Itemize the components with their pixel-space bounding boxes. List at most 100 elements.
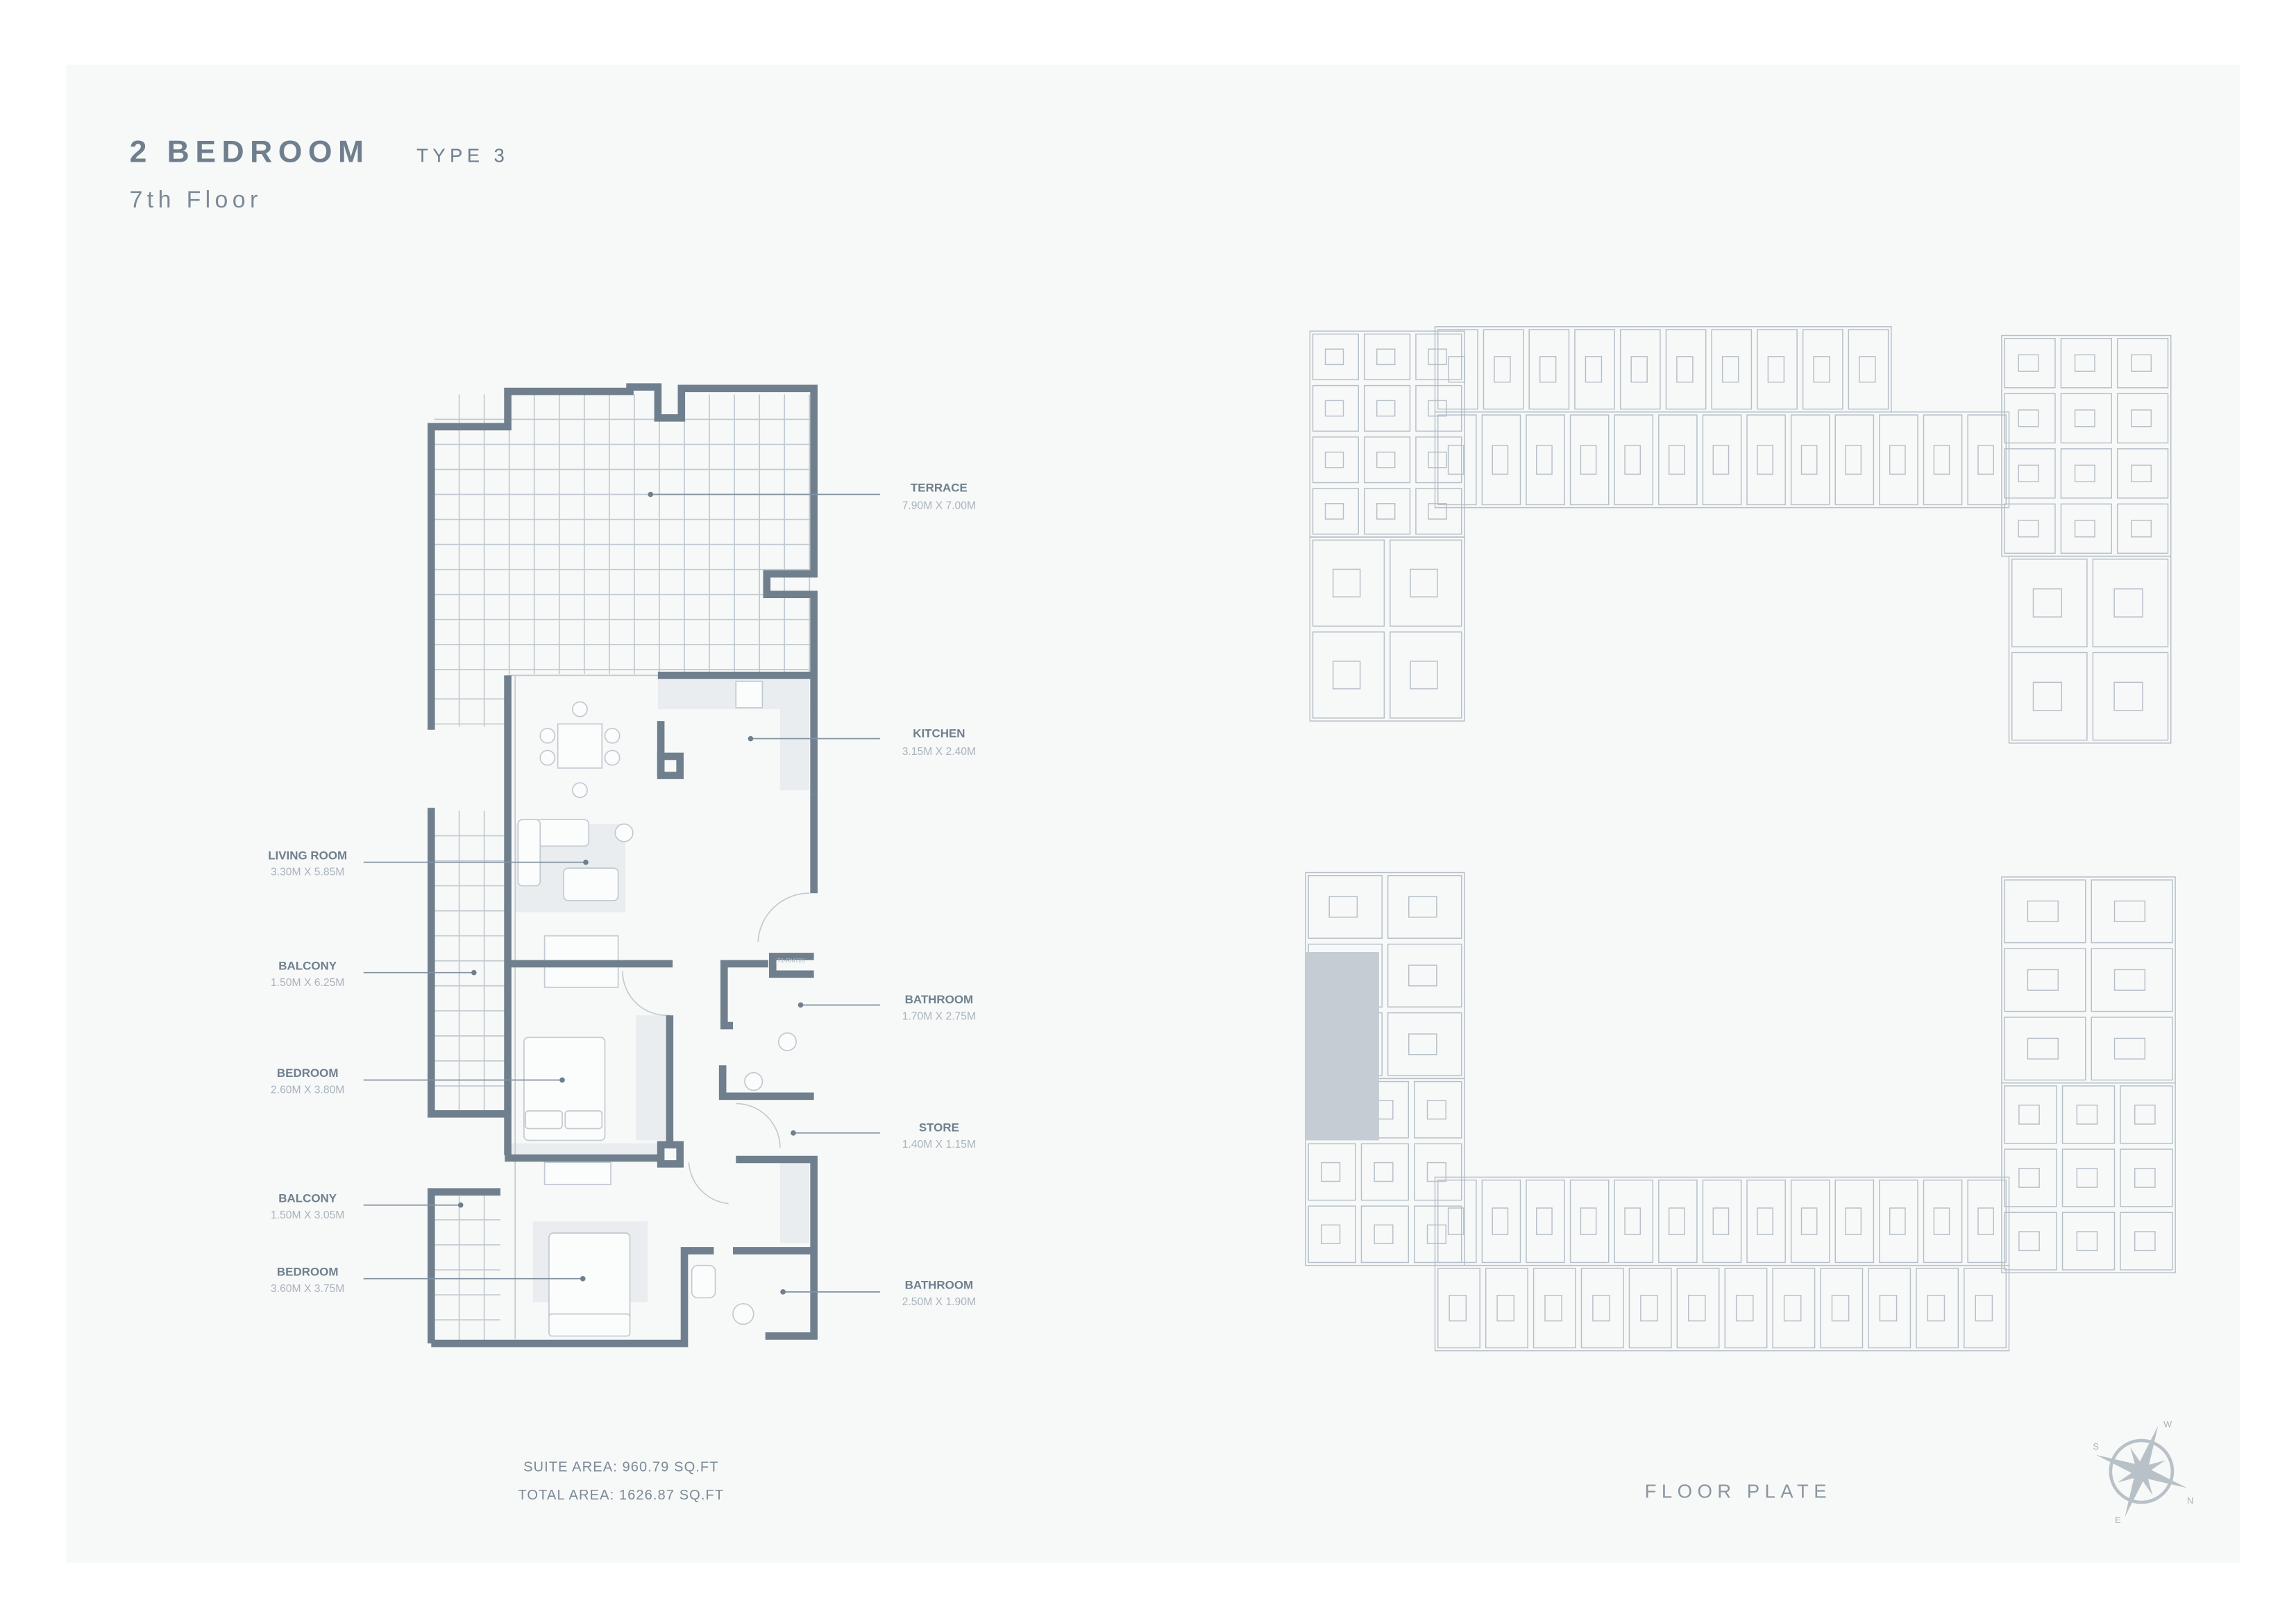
apartment-detail <box>2074 464 2095 482</box>
apartment-unit <box>1711 329 1753 410</box>
apartment-unit <box>1312 631 1385 719</box>
building-wing <box>2008 555 2172 744</box>
apartment-detail <box>2134 1231 2156 1252</box>
apartment-unit <box>1820 1268 1864 1349</box>
room-label-bedroom-2: BEDROOM 3.60M X 3.75M <box>271 1266 586 1295</box>
svg-text:1.50M X 3.05M: 1.50M X 3.05M <box>271 1209 344 1221</box>
apartment-detail <box>1410 568 1438 597</box>
apartment-detail <box>1494 356 1511 383</box>
apartment-unit <box>1437 329 1478 410</box>
apartment-detail <box>2074 520 2095 538</box>
apartment-unit <box>1868 1268 1911 1349</box>
apartment-detail <box>1975 1294 1993 1322</box>
svg-text:BEDROOM: BEDROOM <box>277 1266 339 1279</box>
apartment-detail <box>1580 1207 1597 1235</box>
apartment-unit <box>2060 503 2112 554</box>
apartment-detail <box>2027 900 2059 922</box>
apartment-unit <box>1437 1268 1480 1349</box>
unit-type: TYPE 3 <box>416 144 509 166</box>
apartment-detail <box>1712 445 1730 475</box>
apartment-detail <box>1447 445 1464 475</box>
apartment-unit <box>1415 488 1462 535</box>
apartment-detail <box>1426 1224 1446 1245</box>
apartment-unit <box>1628 1268 1672 1349</box>
apartment-unit <box>1387 875 1462 939</box>
apartment-detail <box>1831 1294 1850 1322</box>
apartment-unit <box>1526 414 1565 506</box>
apartment-unit <box>1312 333 1359 380</box>
apartment-unit <box>1569 414 1610 506</box>
svg-text:BALCONY: BALCONY <box>278 959 337 972</box>
apartment-unit <box>2004 1148 2057 1207</box>
apartment-unit <box>2116 393 2169 444</box>
room-label-kitchen: KITCHEN 3.15M X 2.40M <box>748 726 976 758</box>
svg-text:3.15M X 2.40M: 3.15M X 2.40M <box>902 746 976 758</box>
apartment-unit <box>1363 333 1411 380</box>
apartment-detail <box>1767 356 1785 383</box>
apartment-detail <box>2018 1231 2040 1252</box>
apartment-unit <box>2004 1085 2057 1144</box>
floor-plate-drawing <box>1305 326 2176 1352</box>
apartment-detail <box>2018 464 2039 482</box>
apartment-detail <box>1376 400 1396 417</box>
apartment-detail <box>1933 1207 1950 1235</box>
apartment-unit <box>1528 329 1570 410</box>
apartment-unit <box>2120 1148 2173 1207</box>
apartment-detail <box>1324 451 1344 468</box>
apartment-detail <box>1580 445 1597 475</box>
highlighted-unit <box>1305 952 1379 1141</box>
apartment-detail <box>1845 1207 1862 1235</box>
apartment-detail <box>2113 681 2143 711</box>
apartment-detail <box>1757 1207 1773 1235</box>
apartment-detail <box>1735 1294 1754 1322</box>
apartment-detail <box>1933 445 1950 475</box>
apartment-unit <box>2092 652 2169 741</box>
apartment-detail <box>1757 445 1773 475</box>
apartment-detail <box>1783 1294 1802 1322</box>
svg-text:7.90M X 7.00M: 7.90M X 7.00M <box>902 500 976 512</box>
apartment-detail <box>1800 445 1818 475</box>
apartment-detail <box>2074 354 2095 372</box>
unit-floor-plan: T1-RM726 <box>428 383 818 1348</box>
apartment-unit <box>1658 414 1698 506</box>
apartment-detail <box>1428 400 1447 417</box>
apartment-detail <box>1408 965 1437 987</box>
apartment-detail <box>1324 348 1344 366</box>
apartment-detail <box>1640 1294 1658 1322</box>
apartment-detail <box>1624 445 1641 475</box>
apartment-detail <box>1624 1207 1641 1235</box>
apartment-unit <box>1363 488 1411 535</box>
apartment-unit <box>2004 338 2056 389</box>
apartment-detail <box>1585 356 1603 383</box>
apartment-unit <box>1967 1179 2007 1264</box>
apartment-detail <box>1536 1207 1553 1235</box>
apartment-unit <box>2091 879 2173 944</box>
svg-text:1.70M X 2.75M: 1.70M X 2.75M <box>902 1011 976 1023</box>
apartment-detail <box>2018 1168 2040 1188</box>
compass-icon: W S N E <box>2093 1419 2193 1525</box>
page-card <box>66 65 2240 1563</box>
apartment-unit <box>1658 1179 1698 1264</box>
apartment-detail <box>1889 1207 1906 1235</box>
apartment-unit <box>1676 1268 1720 1349</box>
apartment-unit <box>1702 1179 1742 1264</box>
apartment-unit <box>2120 1212 2173 1271</box>
apartment-unit <box>1923 1179 1963 1264</box>
svg-text:BALCONY: BALCONY <box>278 1191 337 1205</box>
apartment-unit <box>1415 333 1462 380</box>
svg-text:2.60M X 3.80M: 2.60M X 3.80M <box>271 1085 344 1096</box>
apartment-detail <box>2113 969 2146 991</box>
floor-plate-label: FLOOR PLATE <box>1645 1481 1832 1502</box>
apartment-unit <box>1390 631 1462 719</box>
apartment-detail <box>1374 1162 1394 1182</box>
apartment-unit <box>2004 1017 2086 1081</box>
building-wing <box>2001 1082 2176 1274</box>
room-label-bedroom-1: BEDROOM 2.60M X 3.80M <box>271 1067 565 1096</box>
apartment-detail <box>1688 1294 1706 1322</box>
apartment-detail <box>2032 588 2063 618</box>
apartment-unit <box>1414 1080 1462 1139</box>
svg-text:3.30M X 5.85M: 3.30M X 5.85M <box>271 867 344 878</box>
apartment-unit <box>2060 448 2112 499</box>
apartment-detail <box>1328 896 1358 918</box>
